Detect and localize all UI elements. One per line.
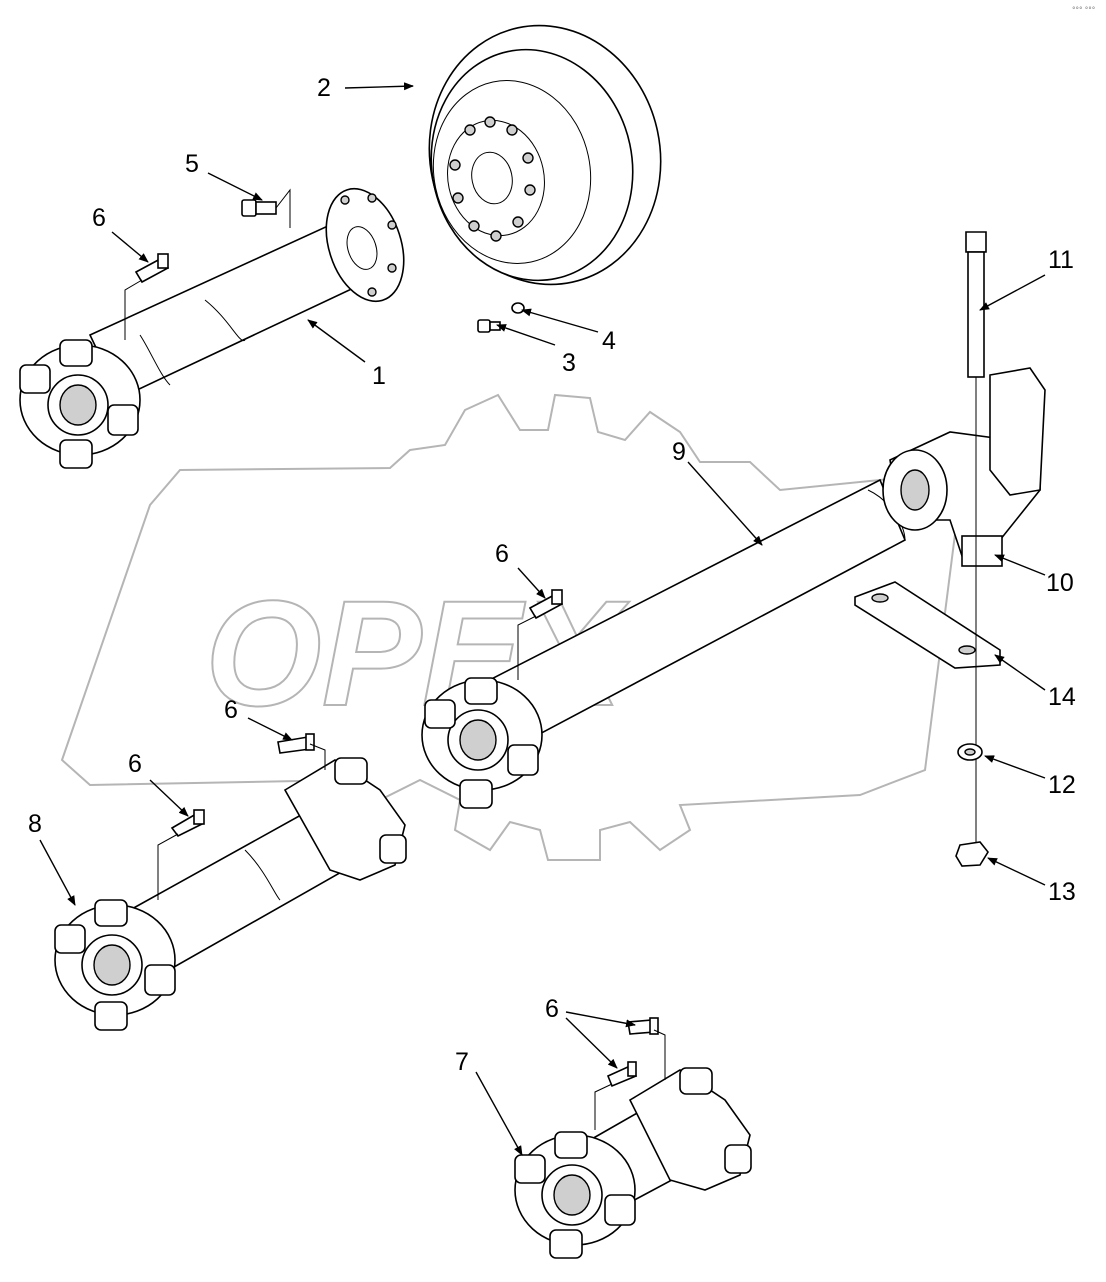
bolt-6-mid bbox=[277, 733, 315, 754]
callout-4: 4 bbox=[602, 327, 616, 355]
screw-3 bbox=[477, 319, 501, 333]
callout-9: 9 bbox=[672, 438, 686, 466]
corner-mark: °°° °°° bbox=[1072, 6, 1095, 14]
callout-5: 5 bbox=[185, 150, 199, 178]
bolt-6-bottom-a bbox=[627, 1017, 659, 1035]
mounting-bracket bbox=[854, 581, 1001, 669]
drum-bolt-holes bbox=[449, 116, 536, 242]
bolt-5 bbox=[241, 199, 277, 217]
drive-shaft-lower bbox=[54, 757, 407, 1031]
bolt-6-bottom-b bbox=[606, 1061, 638, 1088]
u-joint-center bbox=[421, 677, 543, 809]
drive-shaft-center bbox=[421, 478, 907, 809]
leader-lines bbox=[39, 82, 1046, 1156]
callout-14: 14 bbox=[1048, 683, 1076, 711]
support-bearing bbox=[882, 367, 1046, 567]
callout-11: 11 bbox=[1048, 246, 1074, 274]
nut bbox=[955, 841, 989, 867]
callout-12: 12 bbox=[1048, 771, 1076, 799]
callout-6-mid: 6 bbox=[224, 696, 238, 724]
callout-10: 10 bbox=[1046, 569, 1074, 597]
u-joint-upper bbox=[19, 339, 141, 469]
callout-6-lower: 6 bbox=[128, 750, 142, 778]
callout-7: 7 bbox=[455, 1048, 469, 1076]
watermark-logo: OPEX bbox=[60, 393, 962, 861]
callout-13: 13 bbox=[1048, 878, 1076, 906]
bolt-6-center bbox=[528, 589, 564, 620]
u-joint-lower-front bbox=[54, 899, 176, 1031]
brake-drum bbox=[428, 24, 662, 286]
callout-6-center: 6 bbox=[495, 540, 509, 568]
callout-6-bottom: 6 bbox=[545, 995, 559, 1023]
u-joint-short-front bbox=[514, 1131, 636, 1259]
callout-8: 8 bbox=[28, 810, 42, 838]
u-joint-lower-rear bbox=[283, 757, 407, 881]
callout-2: 2 bbox=[317, 74, 331, 102]
callout-1: 1 bbox=[372, 362, 386, 390]
bolt-6-lower-left bbox=[170, 809, 205, 838]
long-bolt bbox=[965, 231, 987, 860]
drive-shaft-upper bbox=[19, 187, 405, 469]
washer-4 bbox=[511, 302, 525, 314]
callout-6-upper: 6 bbox=[92, 204, 106, 232]
callout-labels: 1 2 3 4 5 6 6 6 6 6 7 8 9 10 11 12 13 14 bbox=[28, 74, 1076, 1076]
drive-shaft-short bbox=[514, 1067, 752, 1259]
bolt-6-upper bbox=[134, 253, 170, 284]
u-joint-short-rear bbox=[628, 1067, 752, 1191]
callout-3: 3 bbox=[562, 349, 576, 377]
washer bbox=[957, 743, 983, 761]
alignment-lines bbox=[124, 188, 666, 1130]
